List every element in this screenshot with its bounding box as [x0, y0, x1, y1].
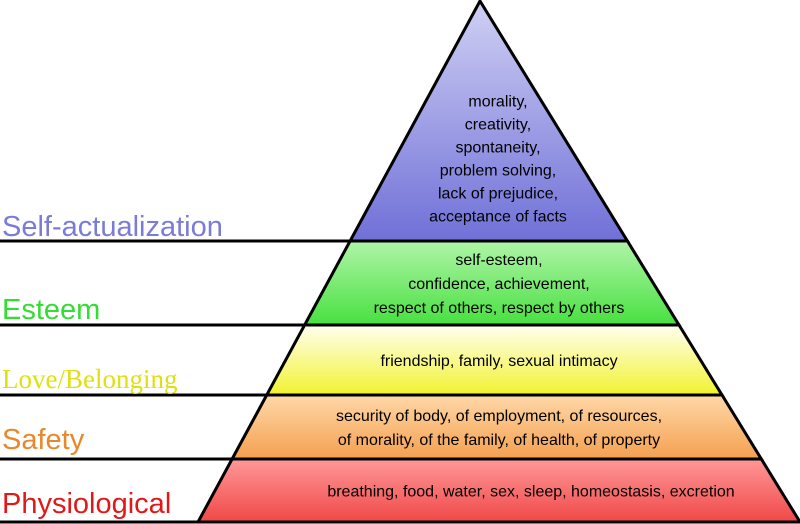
level-description-line: breathing, food, water, sex, sleep, home…: [327, 484, 734, 501]
level-label: Esteem: [2, 294, 100, 326]
level-label: Safety: [2, 424, 85, 456]
level-label: Self-actualization: [2, 211, 223, 243]
level-description-line: creativity,: [465, 117, 531, 134]
level-label: Love/Belonging: [2, 364, 177, 394]
level-label: Physiological: [2, 488, 171, 520]
level-description-line: confidence, achievement,: [408, 276, 589, 293]
pyramid-level-physiological: [195, 457, 800, 524]
level-description-line: security of body, of employment, of reso…: [336, 408, 662, 425]
level-description-line: lack of prejudice,: [438, 186, 558, 203]
level-description-line: spontaneity,: [455, 140, 540, 157]
level-description-line: friendship, family, sexual intimacy: [380, 353, 617, 370]
level-description-line: problem solving,: [440, 163, 557, 180]
level-description-line: of morality, of the family, of health, o…: [338, 432, 660, 449]
pyramid-level-safety: [229, 393, 764, 461]
level-description-line: morality,: [468, 94, 527, 111]
level-description-line: respect of others, respect by others: [374, 300, 625, 317]
level-description-line: acceptance of facts: [429, 209, 567, 226]
level-description-line: self-esteem,: [455, 252, 542, 269]
